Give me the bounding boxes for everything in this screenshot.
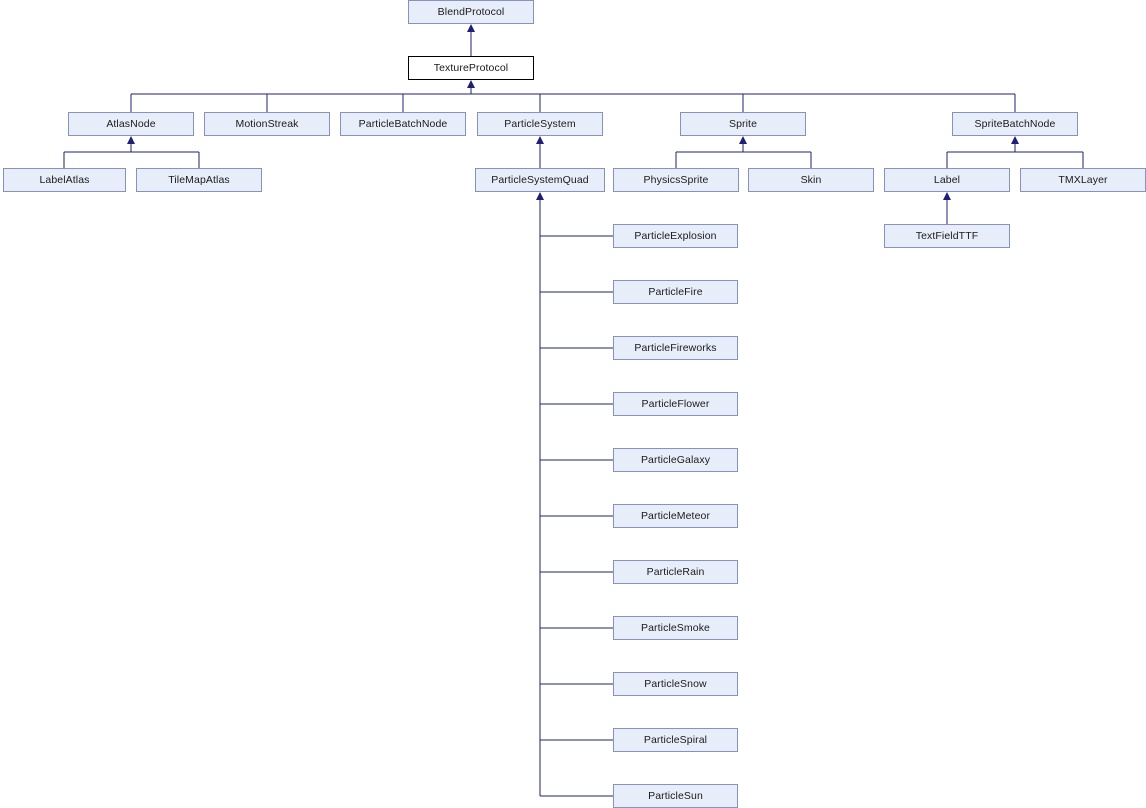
class-node-skin[interactable]: Skin <box>748 168 874 192</box>
class-node-particlesystemquad[interactable]: ParticleSystemQuad <box>475 168 605 192</box>
class-node-label: AtlasNode <box>106 117 156 130</box>
class-node-label: ParticleSmoke <box>641 621 710 634</box>
class-node-label: ParticleGalaxy <box>640 453 711 466</box>
class-node-particlesun[interactable]: ParticleSun <box>613 784 738 808</box>
class-node-particlemeteor[interactable]: ParticleMeteor <box>613 504 738 528</box>
class-node-textfieldttf[interactable]: TextFieldTTF <box>884 224 1010 248</box>
class-node-tilemapatlas[interactable]: TileMapAtlas <box>136 168 262 192</box>
class-node-label: ParticleSystem <box>504 117 576 130</box>
class-node-particlesystem[interactable]: ParticleSystem <box>477 112 603 136</box>
class-node-labelatlas[interactable]: LabelAtlas <box>3 168 126 192</box>
class-node-particleflower[interactable]: ParticleFlower <box>613 392 738 416</box>
class-node-label: ParticleFireworks <box>634 341 717 354</box>
class-node-particlefireworks[interactable]: ParticleFireworks <box>613 336 738 360</box>
class-node-label: TMXLayer <box>1058 173 1108 186</box>
class-node-label: Sprite <box>728 117 758 130</box>
class-node-label: BlendProtocol <box>437 5 505 18</box>
class-node-particlebatchnode[interactable]: ParticleBatchNode <box>340 112 466 136</box>
class-node-label: ParticleExplosion <box>634 229 717 242</box>
class-node-particlesnow[interactable]: ParticleSnow <box>613 672 738 696</box>
class-node-motionstreak[interactable]: MotionStreak <box>204 112 330 136</box>
class-node-label: MotionStreak <box>235 117 299 130</box>
class-node-label: Label <box>933 173 961 186</box>
class-node-label: ParticleSystemQuad <box>491 173 589 186</box>
class-node-spritebatchnode[interactable]: SpriteBatchNode <box>952 112 1078 136</box>
class-node-particlesmoke[interactable]: ParticleSmoke <box>613 616 738 640</box>
class-node-label: ParticleSpiral <box>643 733 708 746</box>
class-node-label: ParticleFire <box>648 285 703 298</box>
class-node-particlerain[interactable]: ParticleRain <box>613 560 738 584</box>
class-node-label: ParticleRain <box>646 565 705 578</box>
class-node-tmxlayer[interactable]: TMXLayer <box>1020 168 1146 192</box>
class-node-label: LabelAtlas <box>39 173 90 186</box>
class-node-particlefire[interactable]: ParticleFire <box>613 280 738 304</box>
class-node-atlasnode[interactable]: AtlasNode <box>68 112 194 136</box>
class-node-particleexplosion[interactable]: ParticleExplosion <box>613 224 738 248</box>
class-node-label: ParticleMeteor <box>640 509 711 522</box>
class-node-label: Skin <box>800 173 822 186</box>
class-node-label: ParticleSun <box>648 789 703 802</box>
class-node-textureprotocol[interactable]: TextureProtocol <box>408 56 534 80</box>
class-node-label: TextureProtocol <box>433 61 509 74</box>
class-node-label: ParticleBatchNode <box>358 117 448 130</box>
class-node-label: TextFieldTTF <box>915 229 979 242</box>
class-node-label: TileMapAtlas <box>168 173 230 186</box>
class-node-label: ParticleFlower <box>641 397 710 410</box>
class-node-sprite[interactable]: Sprite <box>680 112 806 136</box>
class-node-label: PhysicsSprite <box>643 173 709 186</box>
class-node-label: ParticleSnow <box>644 677 707 690</box>
class-node-label: SpriteBatchNode <box>974 117 1056 130</box>
class-node-blendprotocol[interactable]: BlendProtocol <box>408 0 534 24</box>
class-node-physicssprite[interactable]: PhysicsSprite <box>613 168 739 192</box>
class-node-particlegalaxy[interactable]: ParticleGalaxy <box>613 448 738 472</box>
class-node-label[interactable]: Label <box>884 168 1010 192</box>
class-node-particlespiral[interactable]: ParticleSpiral <box>613 728 738 752</box>
